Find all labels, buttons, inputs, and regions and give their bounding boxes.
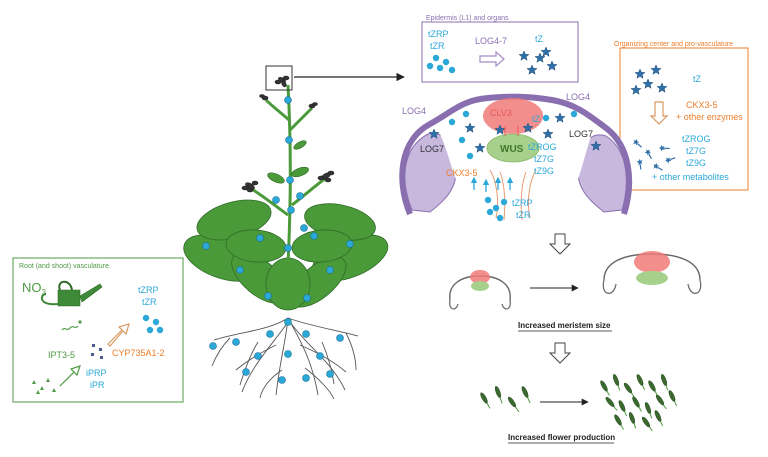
root-tzrp-label: tZRP <box>138 285 159 295</box>
organizing-metabolite-icons <box>633 139 676 171</box>
epidermis-tzrp-label: tZRP <box>428 29 449 39</box>
purple-block-arrow <box>479 50 505 68</box>
down-arrow-2 <box>548 342 572 364</box>
metabolites-label: + other metabolites <box>652 172 729 182</box>
cyan-up-arrows <box>470 176 514 192</box>
orange-block-arrow <box>107 323 130 347</box>
organizing-tzrog-label: tZROG <box>682 134 711 144</box>
root-tzr-label: tZR <box>142 297 157 307</box>
organizing-title: Organizing center and pro-vasculature <box>614 41 733 48</box>
flower-production-label: Increased flower production <box>508 433 615 442</box>
organizing-center-panel: Organizing center and pro-vasculature tZ… <box>614 41 749 191</box>
epidermis-title: Epidermis (L1) and organs <box>426 15 509 22</box>
no3-label: NO3 <box>22 280 47 297</box>
ipr-label: iPR <box>90 380 105 390</box>
meristem-tzr-label: tZR <box>516 210 531 220</box>
wus-label: WUS <box>500 144 524 155</box>
few-flowers <box>480 386 531 413</box>
iprp-label: iPRP <box>86 368 107 378</box>
clv3-label: CLV3 <box>490 108 512 118</box>
enzymes-label: + other enzymes <box>676 112 743 122</box>
meristem-tzrp-label: tZRP <box>512 198 533 208</box>
organizing-ckx-label: CKX3-5 <box>686 100 718 110</box>
down-arrow-1 <box>548 233 572 255</box>
small-meristem <box>449 270 511 310</box>
wus-zone <box>486 133 540 163</box>
organizing-tz9g-label: tZ9G <box>686 158 706 168</box>
root-vasculature-panel: Root (and shoot) vasculature NO3 IPT3-5 … <box>12 257 184 403</box>
flower-clusters <box>241 75 335 193</box>
meristem-tz9g-label: tZ9G <box>534 166 554 176</box>
meristem-tz7g-label: tZ7G <box>534 154 554 164</box>
meristem-size-label: Increased meristem size <box>518 321 611 330</box>
square-icons <box>91 344 103 359</box>
meristem-log7-left: LOG7 <box>420 144 444 154</box>
epidermis-panel: Epidermis (L1) and organs tZRP tZR LOG4-… <box>421 15 579 83</box>
organizing-tz-label: tZ <box>693 74 702 84</box>
outcome-sequence: Increased meristem size <box>449 233 702 444</box>
large-meristem <box>602 251 702 294</box>
epidermis-tz-label: tZ <box>535 34 544 44</box>
plant-illustration <box>183 65 389 400</box>
meristem-log7-right: LOG7 <box>569 129 593 139</box>
log47-label: LOG4-7 <box>475 36 507 46</box>
green-block-arrow <box>59 365 81 387</box>
watering-can-icon <box>40 280 103 307</box>
shoot-apical-meristem: LOG4 LOG4 LOG7 LOG7 CLV3 tZ WUS CKX3-5 t… <box>399 92 633 222</box>
roots <box>211 317 359 400</box>
meristem-log4-left: LOG4 <box>402 106 426 116</box>
meristem-log4-right: LOG4 <box>566 92 590 102</box>
meristem-tz-label: tZ <box>532 114 541 124</box>
organizing-tz7g-label: tZ7G <box>686 146 706 156</box>
meristem-ckx-label: CKX3-5 <box>446 168 478 178</box>
zoom-box <box>265 65 293 91</box>
ipt-label: IPT3-5 <box>48 350 75 360</box>
orange-down-arrow <box>649 101 669 125</box>
rosette-leaves <box>183 199 389 311</box>
triangle-icons <box>32 378 56 394</box>
cyp-label: CYP735A1-2 <box>112 348 165 358</box>
epidermis-tzr-label: tZR <box>430 41 445 51</box>
many-flowers <box>600 374 678 432</box>
root-panel-title: Root (and shoot) vasculature <box>19 263 109 270</box>
meristem-tzrog-label: tZROG <box>528 142 557 152</box>
squiggle-icon <box>61 325 79 331</box>
